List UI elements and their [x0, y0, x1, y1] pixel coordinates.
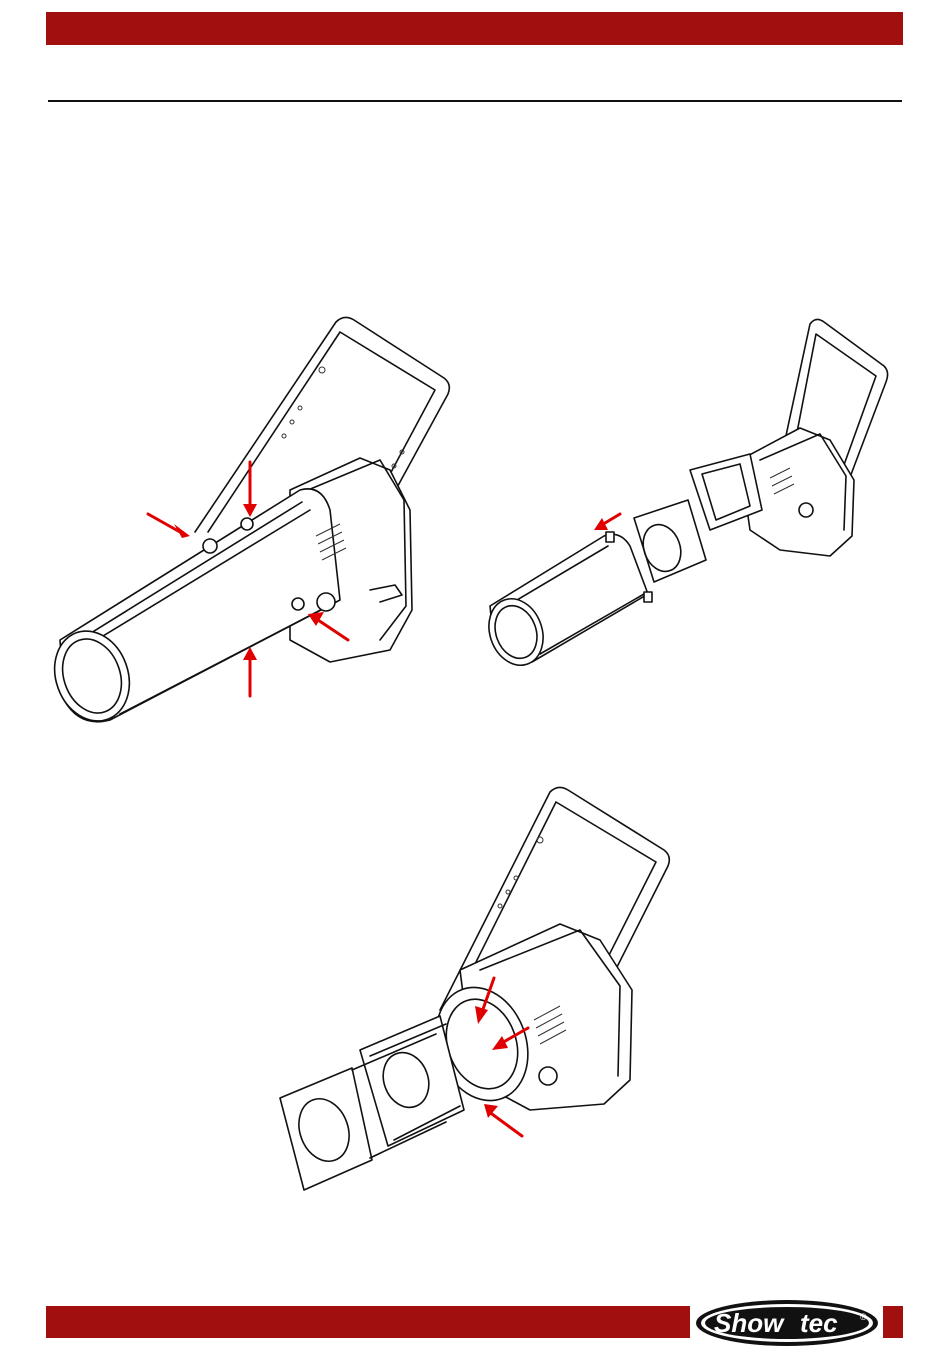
knob-lower: [292, 598, 304, 610]
logo-registered-mark: ®: [860, 1312, 867, 1322]
knob-top: [606, 532, 614, 542]
arrow-bottom: [243, 647, 257, 696]
footer-accent-bar-end: [883, 1306, 903, 1338]
logo-text-show: Show: [714, 1308, 785, 1338]
yoke-knob: [799, 503, 813, 517]
arrow-left: [148, 514, 190, 538]
arrow-remove: [594, 514, 620, 530]
figure-gobo-module-exposed: [260, 780, 700, 1200]
header-rule: [48, 100, 902, 102]
arrow-bottom: [484, 1104, 522, 1136]
footer-accent-bar: [46, 1306, 690, 1338]
yoke-knob: [539, 1067, 557, 1085]
knob-left: [203, 539, 217, 553]
yoke-knob: [317, 593, 335, 611]
knob-top: [241, 518, 253, 530]
front-cage: [634, 500, 706, 582]
showtec-logo: Show tec ®: [694, 1298, 880, 1348]
logo-text-tec: tec: [800, 1308, 838, 1338]
arrow-top: [243, 462, 257, 517]
knob-side: [644, 592, 652, 602]
figure-assembled-fixture: [40, 310, 460, 730]
figure-lens-tube-removed: [470, 310, 900, 680]
header-accent-bar: [46, 12, 903, 45]
